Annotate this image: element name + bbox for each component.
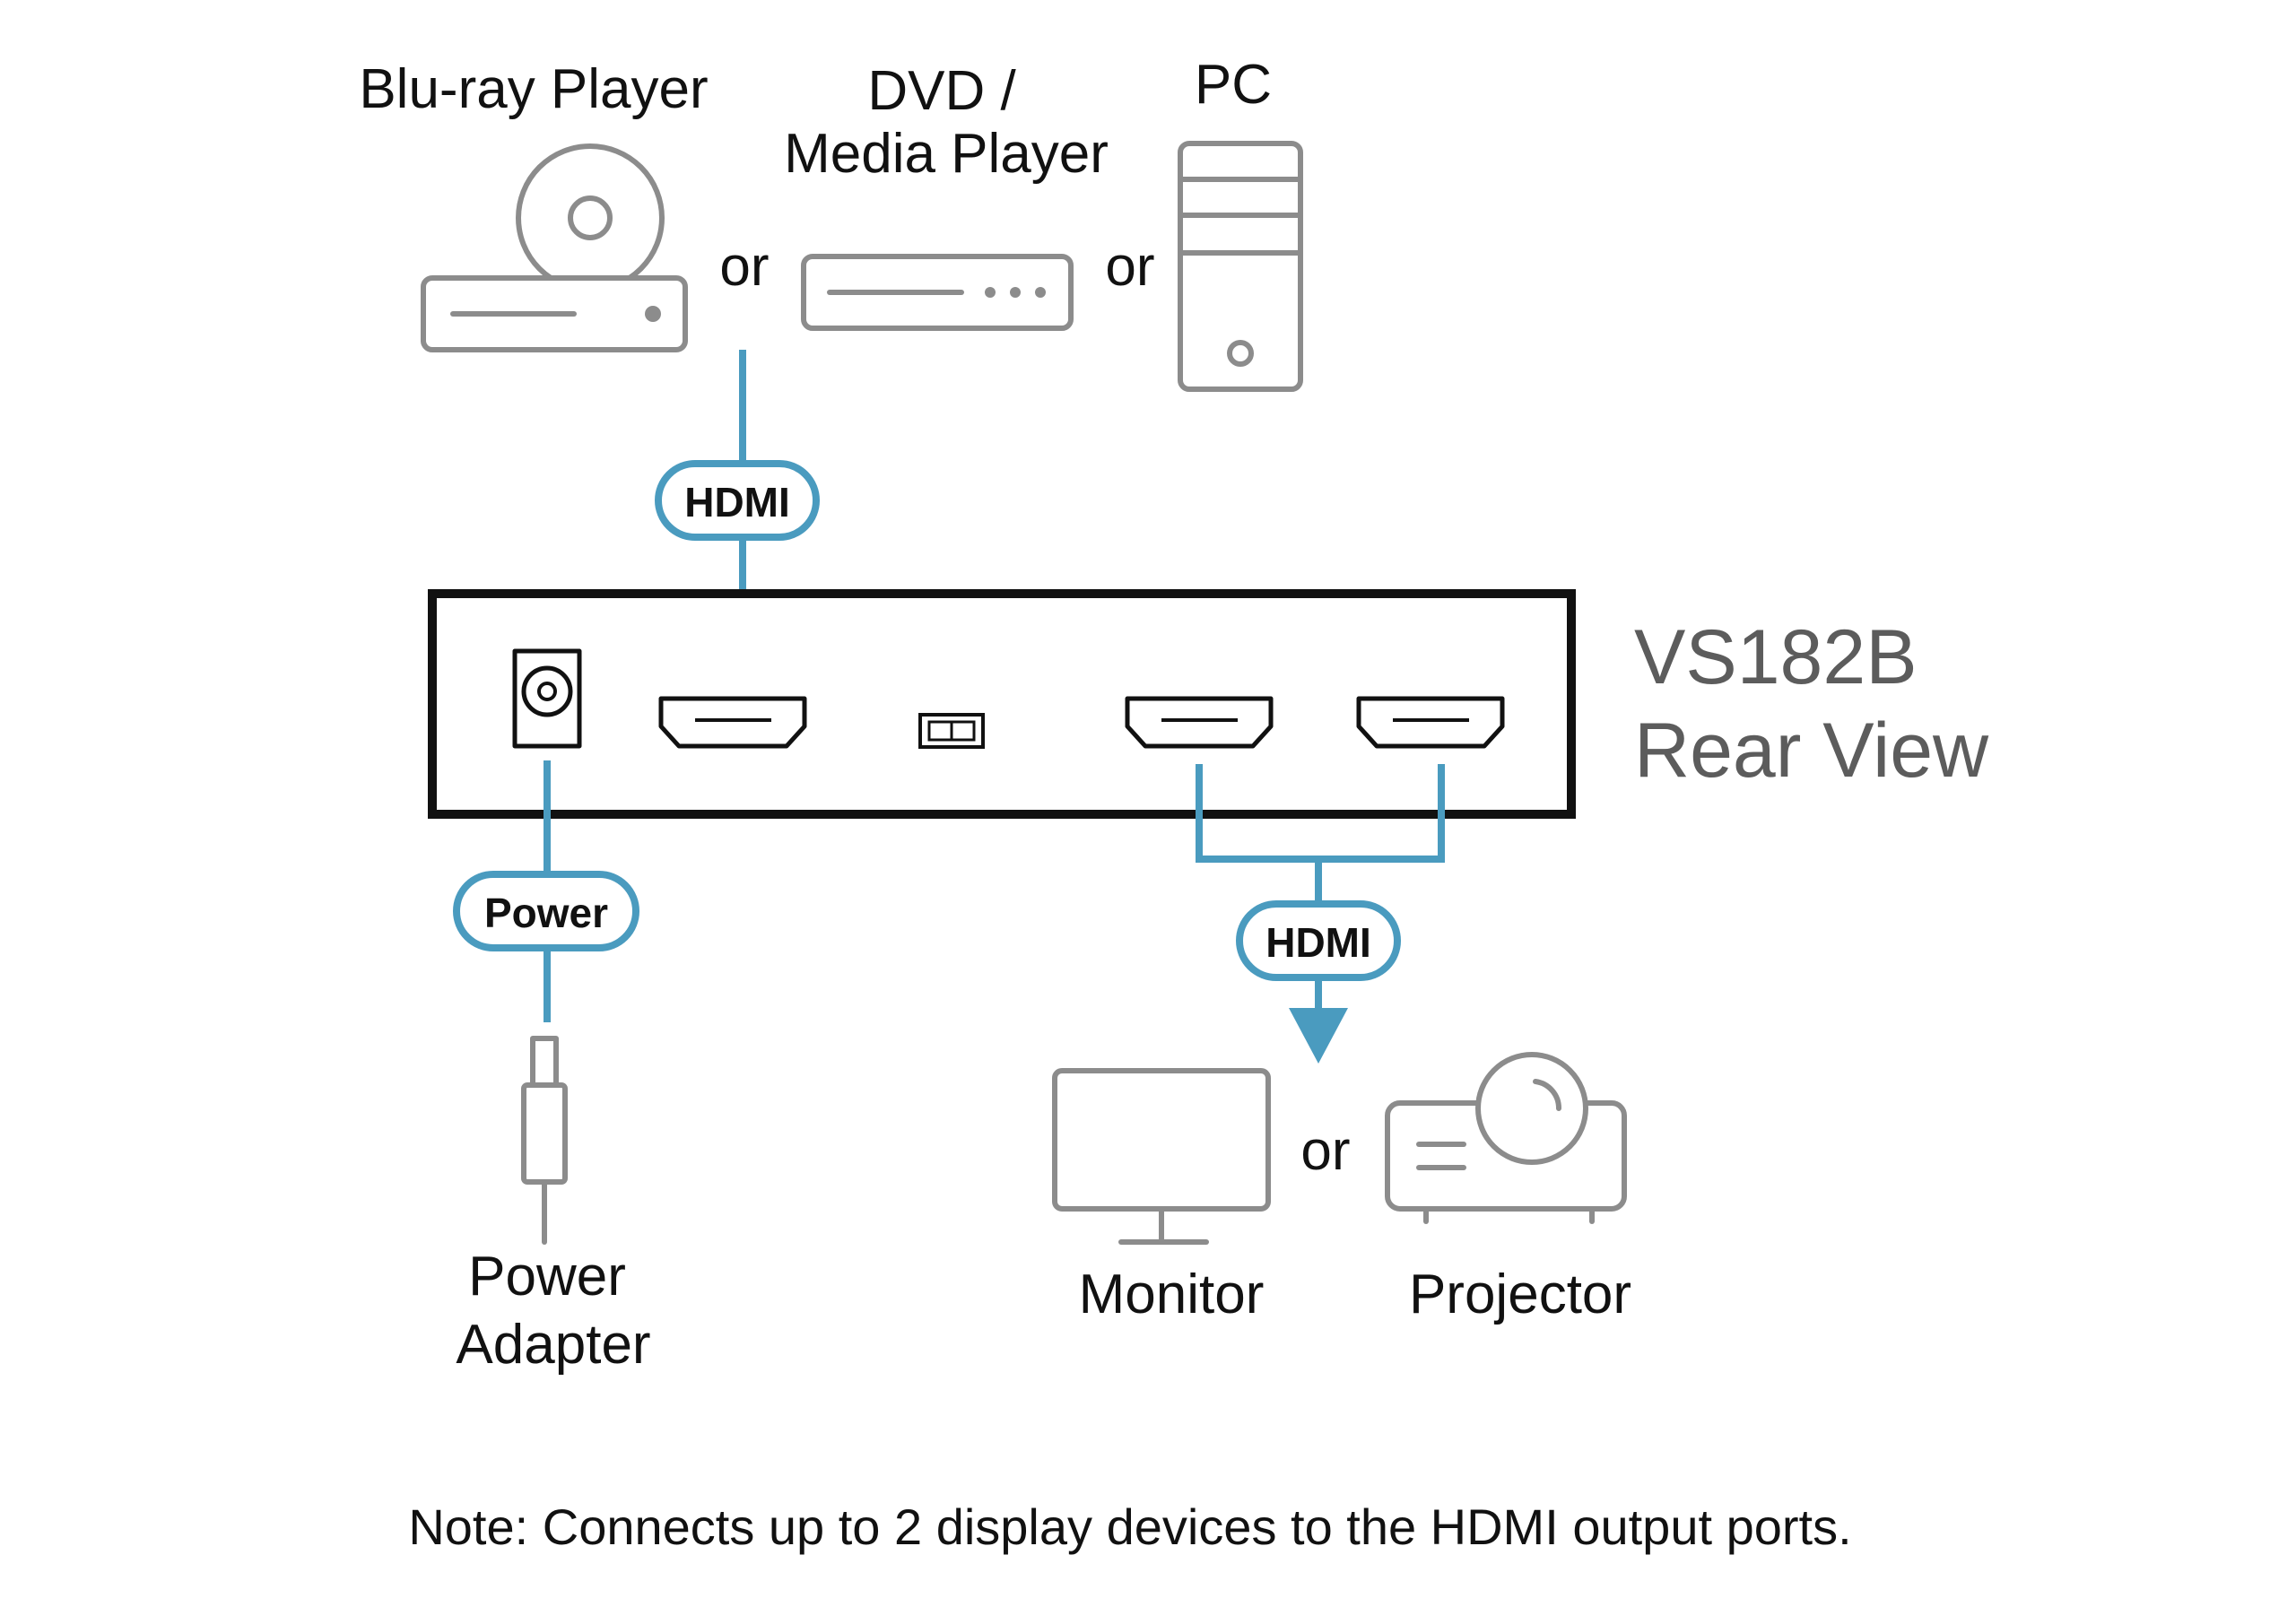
- hdmi-output-port-2: [1356, 696, 1505, 749]
- dvd-label-line1: DVD /: [867, 60, 1016, 122]
- monitor-label: Monitor: [1079, 1264, 1265, 1325]
- mode-switch: [918, 713, 985, 749]
- hdmi-output-port-1: [1125, 696, 1274, 749]
- power-pill: Power: [453, 871, 639, 951]
- hdmi-input-pill: HDMI: [655, 460, 820, 541]
- projector-icon: [1385, 1052, 1627, 1224]
- hdmi-output-label: HDMI: [1265, 919, 1371, 966]
- dvd-label-line2: Media Player: [784, 123, 1109, 185]
- pc-label: PC: [1195, 54, 1272, 116]
- power-adapter-line2: Adapter: [456, 1314, 650, 1376]
- hdmi-output-pill: HDMI: [1236, 900, 1401, 981]
- footnote: Note: Connects up to 2 display devices t…: [408, 1498, 1851, 1555]
- power-pill-label: Power: [484, 890, 608, 936]
- bluray-label: Blu-ray Player: [359, 58, 708, 120]
- or-label-1: or: [719, 236, 769, 298]
- monitor-icon: [1052, 1068, 1271, 1245]
- hdmi-input-port: [658, 696, 807, 749]
- projector-label: Projector: [1409, 1264, 1631, 1325]
- or-label-2: or: [1105, 236, 1154, 298]
- bluray-player-icon: [421, 143, 688, 352]
- power-adapter-line1: Power: [468, 1246, 626, 1307]
- device-view-label: Rear View: [1634, 708, 1989, 794]
- pc-tower-icon: [1178, 141, 1303, 392]
- device-model: VS182B: [1634, 614, 1918, 700]
- hdmi-input-label: HDMI: [684, 479, 790, 526]
- or-label-3: or: [1300, 1120, 1350, 1182]
- power-jack: [512, 648, 582, 749]
- power-plug-icon: [521, 1036, 568, 1245]
- dvd-player-icon: [801, 254, 1074, 331]
